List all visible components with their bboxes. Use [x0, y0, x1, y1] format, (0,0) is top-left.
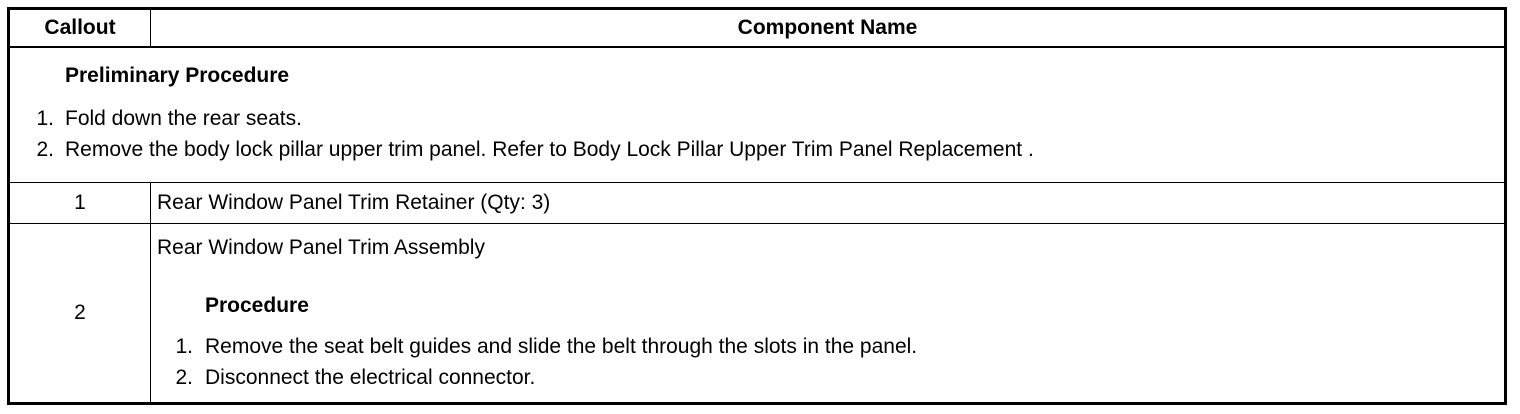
component-table-frame: Callout Component Name Preliminary Proce… [7, 7, 1507, 405]
header-component-name: Component Name [150, 9, 1505, 48]
procedure-step: 2. Disconnect the electrical connector. [157, 362, 1504, 393]
header-callout: Callout [9, 9, 151, 48]
preliminary-steps: 1. Fold down the rear seats. 2. Remove t… [10, 103, 1504, 165]
step-number: 1. [36, 107, 54, 130]
step-text: Disconnect the electrical connector. [205, 366, 536, 389]
preliminary-procedure-row: Preliminary Procedure 1. Fold down the r… [9, 46, 1505, 183]
component-name-cell: Rear Window Panel Trim Assembly Procedur… [150, 223, 1505, 403]
callout-cell: 2 [9, 223, 151, 403]
step-number: 2. [175, 366, 193, 389]
component-table: Callout Component Name Preliminary Proce… [9, 9, 1505, 403]
step-number: 1. [175, 335, 193, 358]
component-name-cell: Rear Window Panel Trim Retainer (Qty: 3) [150, 182, 1505, 224]
component-name: Rear Window Panel Trim Assembly [157, 236, 485, 259]
procedure-steps: 1. Remove the seat belt guides and slide… [157, 331, 1504, 393]
preliminary-step: 2. Remove the body lock pillar upper tri… [10, 134, 1504, 165]
preliminary-procedure-title: Preliminary Procedure [65, 64, 290, 87]
procedure-title: Procedure [205, 294, 309, 317]
step-text: Remove the seat belt guides and slide th… [205, 335, 918, 358]
step-number: 2. [36, 138, 54, 161]
step-text: Fold down the rear seats. [65, 107, 302, 130]
callout-cell: 1 [9, 182, 151, 224]
step-text: Remove the body lock pillar upper trim p… [65, 138, 1034, 161]
preliminary-procedure-cell: Preliminary Procedure 1. Fold down the r… [9, 46, 1505, 183]
table-header-row: Callout Component Name [9, 9, 1505, 48]
table-row: 2 Rear Window Panel Trim Assembly Proced… [9, 223, 1505, 403]
procedure-step: 1. Remove the seat belt guides and slide… [157, 331, 1504, 362]
preliminary-step: 1. Fold down the rear seats. [10, 103, 1504, 134]
table-row: 1 Rear Window Panel Trim Retainer (Qty: … [9, 182, 1505, 224]
